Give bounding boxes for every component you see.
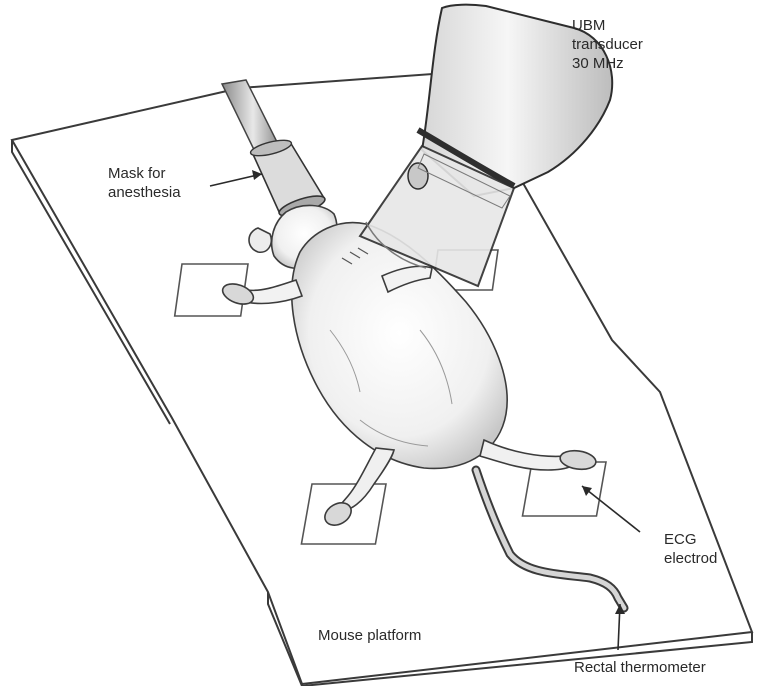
transducer-label-line-3: 30 MHz bbox=[572, 54, 643, 73]
transducer-label: UBM transducer 30 MHz bbox=[572, 16, 643, 73]
mask-label-line-1: Mask for bbox=[108, 164, 181, 183]
mask-label-line-2: anesthesia bbox=[108, 183, 181, 202]
mask-label: Mask for anesthesia bbox=[108, 164, 181, 202]
ecg-label-line-1: ECG bbox=[664, 530, 717, 549]
ecg-label: ECG electrod bbox=[664, 530, 717, 568]
platform-label: Mouse platform bbox=[318, 626, 421, 645]
ecg-label-line-2: electrod bbox=[664, 549, 717, 568]
transducer-label-line-2: transducer bbox=[572, 35, 643, 54]
transducer-label-line-1: UBM bbox=[572, 16, 643, 35]
thermometer-label: Rectal thermometer bbox=[574, 658, 706, 677]
